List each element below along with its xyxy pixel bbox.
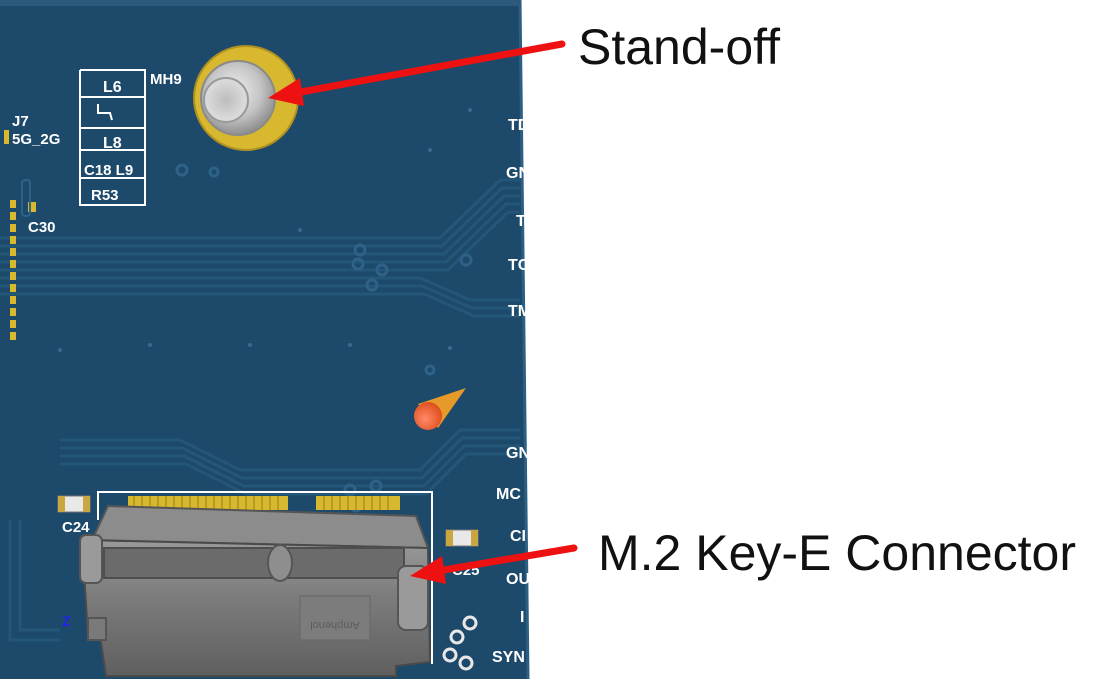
standoff-callout-label: Stand-off <box>578 19 781 75</box>
board-top-edge <box>0 0 520 6</box>
connector-left-foot <box>87 617 107 641</box>
silk-c30: C30 <box>28 219 56 236</box>
silk-band: 5G_2G <box>12 131 60 148</box>
test-points <box>58 108 472 352</box>
edge-label-11: SYN <box>492 649 525 666</box>
side-pad-column <box>4 130 36 340</box>
connector-callout-label: M.2 Key-E Connector <box>598 525 1076 581</box>
via-pads-white <box>442 615 478 671</box>
standoff-hole <box>203 77 249 123</box>
capacitor-c24 <box>57 495 91 513</box>
edge-label-10: I <box>520 609 524 626</box>
edge-label-8: CI <box>510 528 526 545</box>
edge-label-7: MC <box>496 486 521 503</box>
edge-label-9: OU <box>506 571 530 588</box>
edge-label-5: TM <box>508 303 531 320</box>
trace-bundle <box>0 178 520 642</box>
standoff-arrow <box>268 40 566 106</box>
connector-key-bump <box>267 544 293 582</box>
edge-label-2: GN <box>506 165 530 182</box>
connector-slot <box>103 547 405 579</box>
silk-c24: C24 <box>62 519 90 536</box>
connector-left-ear <box>79 534 103 584</box>
edge-labels: TD GN T TC TM GN MC CI OU I SYN <box>492 117 531 666</box>
connector-logo-recess <box>299 595 371 641</box>
silkscreen-text: L6 MH9 J7 5G_2G L8 C18 L9 R53 C30 C24 C2… <box>12 71 480 629</box>
silk-z-axis: Z <box>62 613 71 629</box>
edge-label-1: TD <box>508 117 529 134</box>
capacitor-c25 <box>445 529 479 547</box>
standoff <box>193 45 299 151</box>
silk-mh9: MH9 <box>150 71 182 88</box>
m2-connector: Amphenol <box>79 504 432 677</box>
edge-label-4: TC <box>508 257 530 274</box>
board-edge <box>518 0 530 679</box>
edge-label-3: T <box>516 213 526 230</box>
silk-j7: J7 <box>12 113 29 130</box>
silk-r53: R53 <box>91 187 119 204</box>
silkscreen-block <box>79 69 146 206</box>
silk-l8: L8 <box>103 135 122 152</box>
silk-l6: L6 <box>103 79 122 96</box>
edge-label-6: GN <box>506 445 530 462</box>
connector-arrow <box>410 544 578 584</box>
connector-gold-contacts <box>128 496 400 510</box>
origin-marker <box>414 388 466 430</box>
connector-right-ear <box>397 565 429 631</box>
component-c30 <box>21 179 31 217</box>
connector-marking: Amphenol <box>310 619 360 631</box>
silk-c18-l9: C18 L9 <box>84 162 133 179</box>
